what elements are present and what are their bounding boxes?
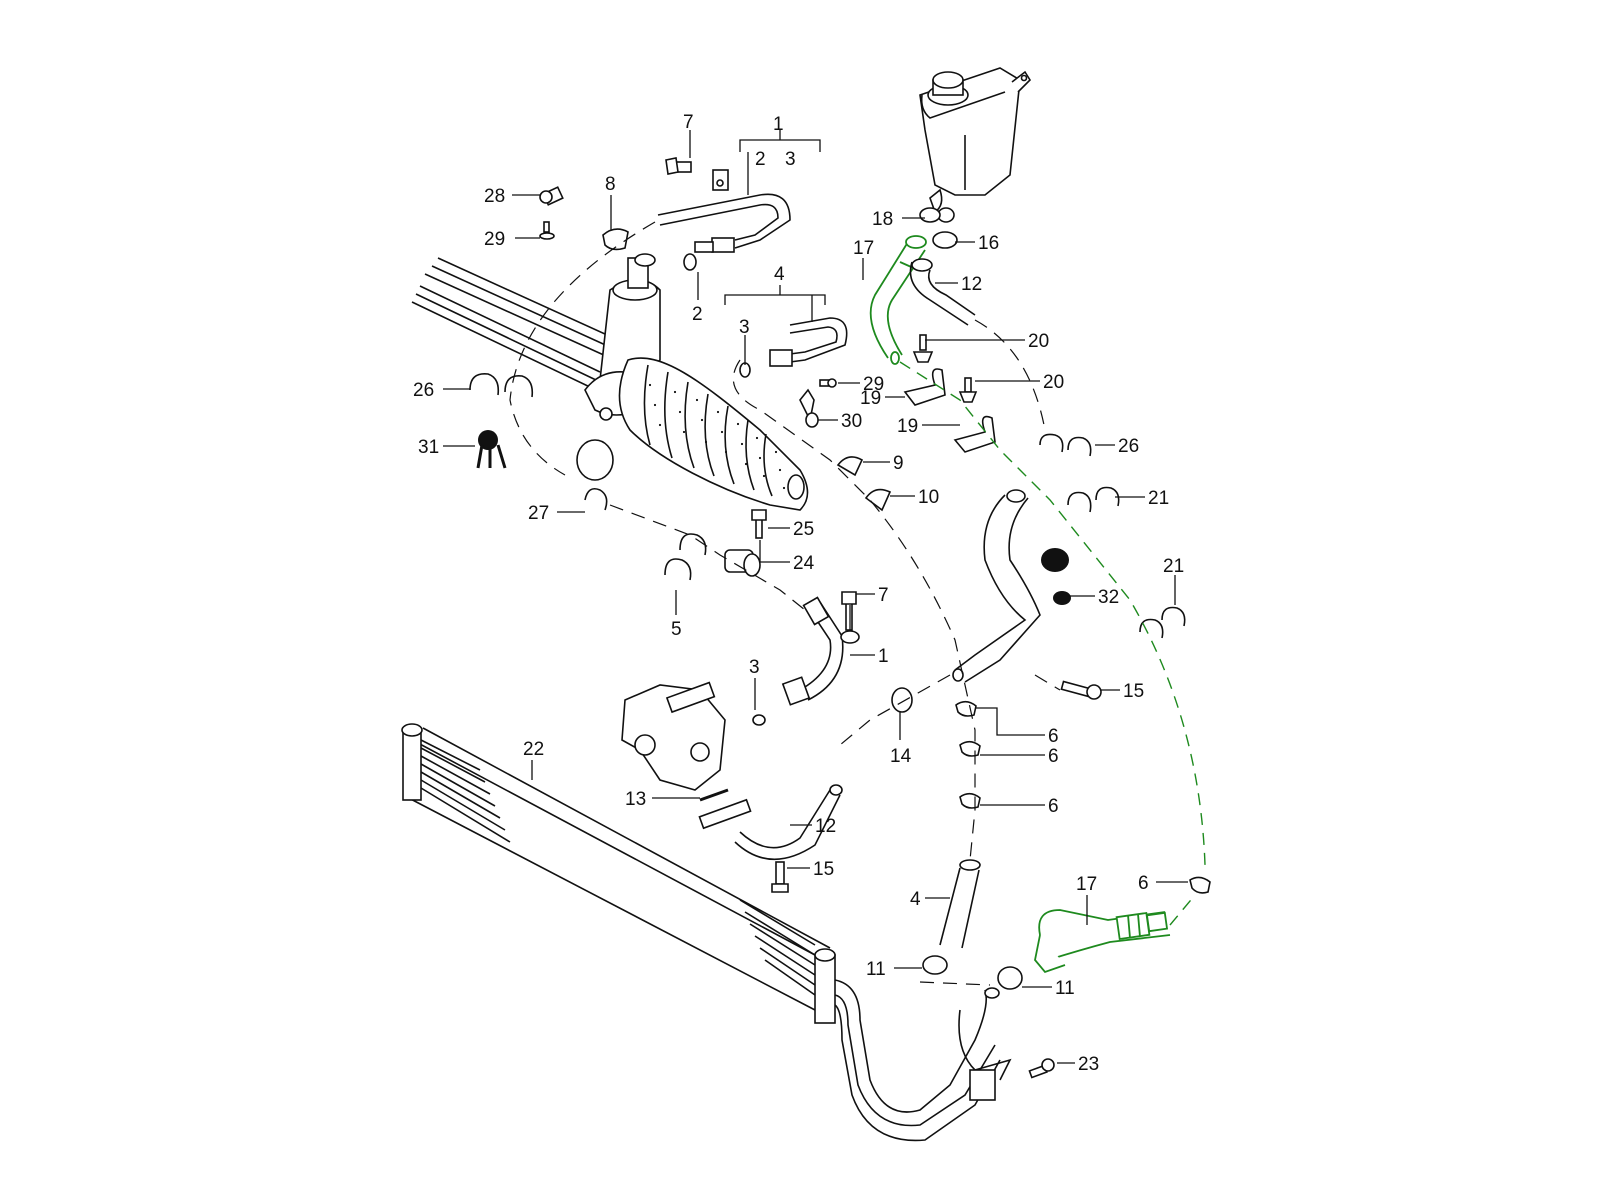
callout: 16 [978, 233, 999, 254]
screw-29b [819, 378, 837, 388]
hose-clamp-18 [919, 207, 941, 223]
fluid-reservoir [919, 67, 1032, 223]
callout: 10 [918, 487, 939, 508]
hose-17-lower [1034, 909, 1171, 974]
callout: 7 [683, 112, 694, 133]
callout: 15 [1123, 681, 1144, 702]
callout: 25 [793, 519, 814, 540]
callout: 19 [897, 416, 918, 437]
bolt-15-mid [1060, 680, 1102, 700]
oil-cooler-22 [401, 723, 1012, 1142]
callout: 29 [484, 229, 505, 250]
leader-lines [443, 130, 1188, 1064]
clip-21a [1067, 486, 1120, 513]
callout: 20 [1028, 331, 1049, 352]
callout: 1 [878, 646, 889, 667]
clamp-14 [891, 687, 913, 713]
callout: 2 [692, 304, 703, 325]
callout: 18 [872, 209, 893, 230]
clip-5 [664, 533, 707, 581]
clip-10 [864, 488, 892, 512]
connection-lines [509, 221, 1206, 986]
callout: 13 [625, 789, 646, 810]
double-clip-26b [1039, 433, 1092, 457]
callout: 3 [785, 149, 796, 170]
callout: 28 [484, 186, 505, 207]
hose-clamp-16 [932, 231, 958, 249]
callout: 11 [866, 959, 886, 980]
callout: 6 [1048, 746, 1059, 767]
callout: 3 [749, 657, 760, 678]
callout: 5 [671, 619, 682, 640]
callout: 14 [890, 746, 912, 767]
plug-28 [539, 186, 564, 206]
callout: 26 [413, 380, 434, 401]
callout: 4 [774, 264, 785, 285]
hose-12-lower [698, 784, 843, 861]
callout: 1 [773, 114, 784, 135]
callout: 4 [910, 889, 921, 910]
callout: 27 [528, 503, 549, 524]
steering-pump [621, 681, 766, 791]
hose-mid [952, 489, 1041, 683]
hose-clamp-6-lower [1189, 876, 1211, 894]
callout: 3 [739, 317, 750, 338]
callout: 11 [1055, 978, 1075, 999]
clip-21b [1139, 606, 1186, 639]
callout: 22 [523, 739, 544, 760]
pressure-line-lower [781, 591, 860, 706]
steering-gear [411, 253, 809, 511]
hose-17-top [869, 235, 927, 365]
clip-9 [836, 456, 864, 477]
callout: 17 [1076, 874, 1097, 895]
hose-12-top [909, 258, 976, 326]
clip-31 [476, 430, 507, 469]
bolt-15-lower [771, 861, 789, 893]
holder-30 [799, 388, 819, 428]
bushing-24 [724, 549, 761, 577]
callout: 15 [813, 859, 834, 880]
callout: 12 [815, 816, 836, 837]
hose-4-lower [939, 859, 981, 949]
boot-texture [648, 383, 786, 490]
expanding-rivet-20 [912, 334, 978, 403]
callout: 6 [1138, 873, 1149, 894]
callout: 20 [1043, 372, 1064, 393]
clip-27 [576, 439, 614, 511]
callout: 9 [893, 453, 904, 474]
callout: 17 [853, 238, 874, 259]
screw-29 [539, 221, 555, 240]
callout: 30 [841, 411, 862, 432]
callout: 21 [1163, 556, 1184, 577]
callout: 26 [1118, 436, 1139, 457]
callout-labels: 1 2 3 7 28 8 29 2 4 3 29 30 26 31 27 9 1… [413, 112, 1184, 1075]
hose-clamp-11 [922, 955, 1023, 990]
callout: 32 [1098, 587, 1119, 608]
callout: 31 [418, 437, 439, 458]
callout: 23 [1078, 1054, 1099, 1075]
callout: 12 [961, 274, 982, 295]
callout: 8 [605, 174, 616, 195]
bolt-25 [751, 509, 767, 539]
callout: 19 [860, 388, 881, 409]
callout: 2 [755, 149, 766, 170]
clip-32 [1041, 548, 1071, 605]
pressure-line-top [657, 169, 791, 271]
callout: 24 [793, 553, 815, 574]
callout: 29 [863, 374, 884, 395]
double-clip-26a [469, 373, 534, 398]
hose-clamp-6 [955, 700, 981, 809]
callout: 6 [1048, 796, 1059, 817]
screw-23 [1028, 1058, 1055, 1079]
clip-8 [602, 228, 629, 251]
return-line-4 [739, 317, 848, 378]
cooler-fins [420, 739, 816, 996]
callout: 7 [878, 585, 889, 606]
bolt-7 [665, 157, 692, 175]
callout: 6 [1048, 726, 1059, 747]
callout: 21 [1148, 488, 1169, 509]
